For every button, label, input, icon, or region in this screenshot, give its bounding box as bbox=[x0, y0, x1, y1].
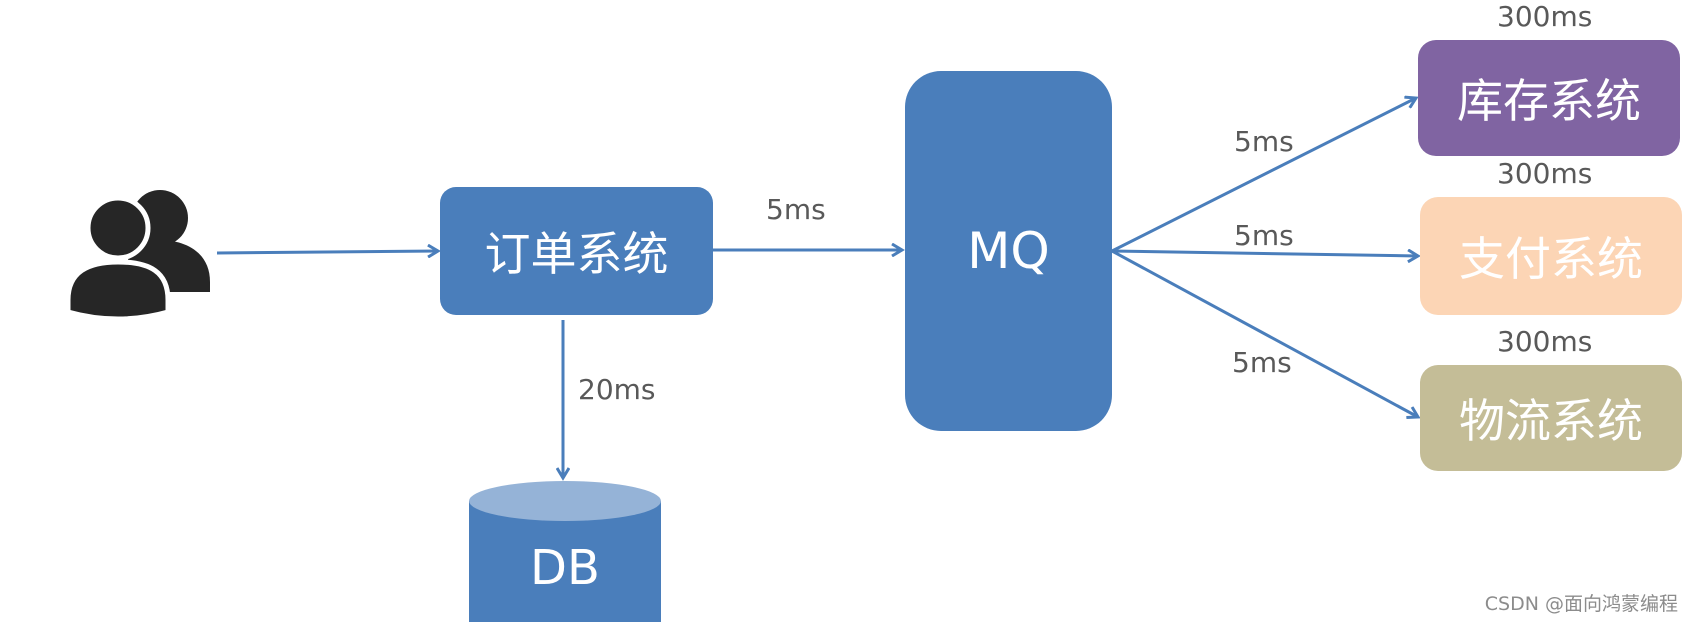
watermark: CSDN @面向鸿蒙编程 bbox=[1484, 593, 1678, 615]
payment-system-node: 支付系统 bbox=[1420, 197, 1682, 315]
mq-to-inventory-latency-label: 5ms bbox=[1234, 125, 1294, 158]
order-system-node: 订单系统 bbox=[440, 187, 713, 315]
arrow-mq-to-logistics bbox=[1111, 249, 1418, 417]
order-to-mq-latency-label: 5ms bbox=[766, 193, 826, 226]
order-to-db-latency-label: 20ms bbox=[578, 373, 656, 406]
arrow-mq-to-inventory bbox=[1111, 98, 1416, 253]
arrow-user-to-order bbox=[216, 251, 438, 253]
order-system-label: 订单系统 bbox=[484, 227, 669, 281]
inventory-system-label: 库存系统 bbox=[1457, 74, 1641, 128]
mq-label: MQ bbox=[967, 222, 1050, 280]
db-label: DB bbox=[530, 540, 600, 596]
mq-to-logistics-latency-label: 5ms bbox=[1232, 346, 1292, 379]
db-cylinder bbox=[469, 481, 661, 622]
payment-system-label: 支付系统 bbox=[1459, 232, 1643, 286]
logistics-system-node: 物流系统 bbox=[1420, 365, 1682, 471]
payment-processing-time-label: 300ms bbox=[1497, 157, 1593, 190]
logistics-processing-time-label: 300ms bbox=[1497, 325, 1593, 358]
logistics-system-label: 物流系统 bbox=[1459, 394, 1643, 448]
inventory-processing-time-label: 300ms bbox=[1497, 0, 1593, 33]
arrow-mq-to-payment bbox=[1111, 251, 1418, 256]
inventory-system-node: 库存系统 bbox=[1418, 40, 1680, 156]
users-icon bbox=[65, 190, 210, 322]
mq-node: MQ bbox=[905, 71, 1112, 431]
mq-to-payment-latency-label: 5ms bbox=[1234, 219, 1294, 252]
